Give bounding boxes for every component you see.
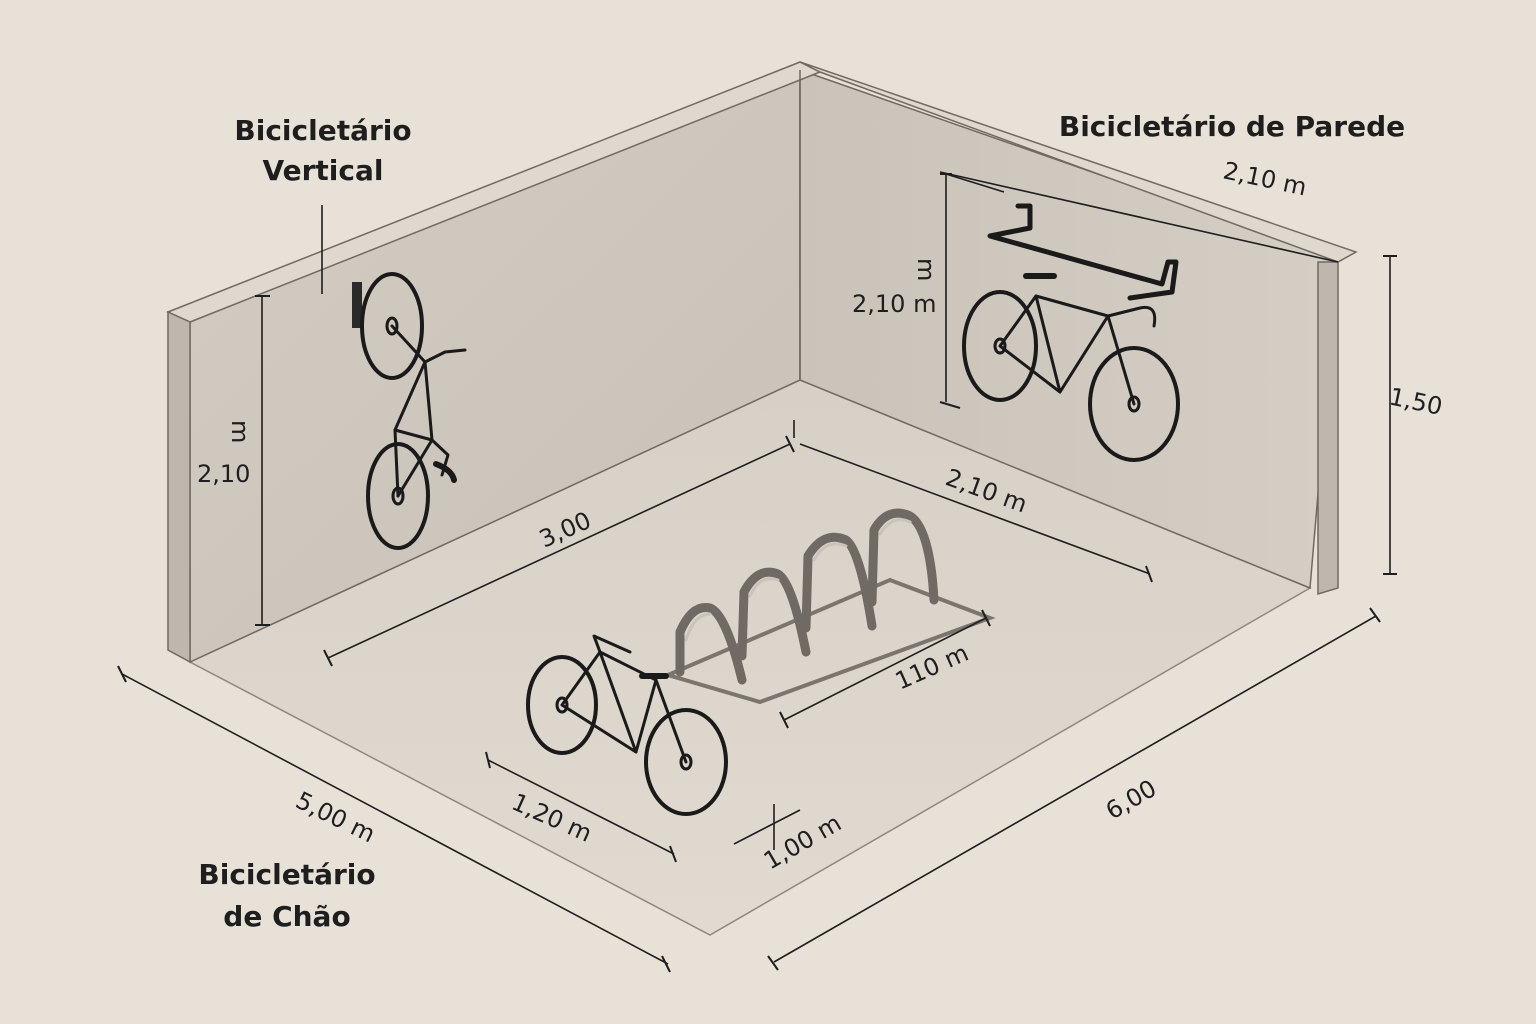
vertical-bike [352,272,467,550]
vertical-height-label: 2,10 [197,460,250,488]
vertical-rack-title-line2: Vertical [262,154,383,187]
room-width-label: 5,00 m [291,786,379,848]
vertical-height-unit: m [226,420,254,443]
floor-rack [662,508,996,705]
vertical-hook [352,282,362,328]
left-wall-end [167,310,191,664]
floor-rack-title-line1: Bicicletário [198,858,375,891]
back-wall-end [1317,261,1339,596]
room-length-label: 6,00 [1101,774,1161,825]
wall-top-label: 2,10 m [1221,156,1309,201]
wall-rack-height-unit: m [912,258,940,281]
wall-rack-title: Bicicletário de Parede [1059,110,1405,143]
floor-rack-title-line2: de Chão [223,900,350,933]
wall-bracket [987,203,1179,301]
dimension-lines [117,171,1397,973]
wall-mount-bike [962,203,1180,462]
wall-rack-height-label: 2,10 m [852,290,936,318]
room [166,61,1358,936]
floor-bike [526,634,728,816]
right-wall-height-label: 1,50 [1387,382,1445,420]
vertical-rack-title-line1: Bicicletário [234,114,411,147]
floor-rack-base [662,577,996,705]
